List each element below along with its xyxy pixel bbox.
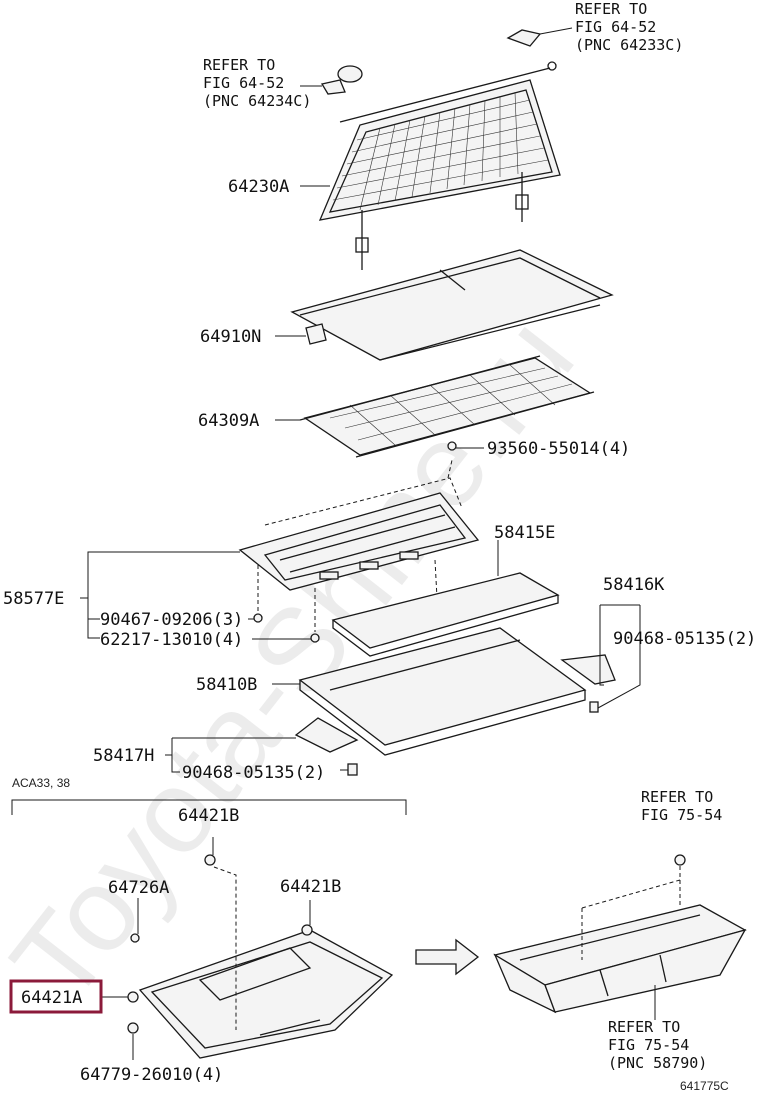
- fitting-64234C: [300, 65, 363, 95]
- clip-64421B-mid: [301, 900, 313, 936]
- ref-top-left-line1: REFER TO: [203, 56, 275, 74]
- tonneau-cover-64910N[interactable]: [275, 249, 614, 361]
- clip-90467: [253, 613, 263, 623]
- label-58577E[interactable]: 58577E: [3, 589, 64, 609]
- label-93560-55014[interactable]: 93560-55014(4): [487, 439, 630, 459]
- clip-62217: [310, 633, 320, 643]
- ref-top-right-line2: FIG 64-52: [575, 18, 656, 36]
- ref-top-right-line3: (PNC 64233C): [575, 36, 683, 54]
- ref-bottom-right-bottom-line3: (PNC 58790): [608, 1054, 707, 1072]
- label-58417H[interactable]: 58417H: [93, 746, 154, 766]
- label-58415E[interactable]: 58415E: [494, 523, 555, 543]
- label-64309A[interactable]: 64309A: [198, 411, 259, 431]
- variant-bracket: [11, 799, 407, 815]
- label-58416K[interactable]: 58416K: [603, 575, 665, 595]
- clip-64421B-top: [204, 837, 237, 1030]
- variant-note: ACA33, 38: [12, 776, 70, 790]
- cover-58416K[interactable]: [560, 654, 616, 713]
- ref-top-right-line1: REFER TO: [575, 0, 647, 18]
- diagram-code: 641775C: [680, 1079, 729, 1093]
- clip-64779: [127, 1022, 139, 1060]
- label-90468-05135-b[interactable]: 90468-05135(2): [182, 763, 325, 783]
- ref-bottom-right-top-line2: FIG 75-54: [641, 806, 722, 824]
- ref-bottom-right-bottom-line1: REFER TO: [608, 1018, 680, 1036]
- screw-93560: [447, 441, 484, 451]
- washer-64421A: [127, 991, 139, 1003]
- label-64230A[interactable]: 64230A: [228, 177, 289, 197]
- label-64421B-mid[interactable]: 64421B: [280, 877, 341, 897]
- ref-top-left-line3: (PNC 64234C): [203, 92, 311, 110]
- cargo-net-64230A[interactable]: [300, 61, 561, 270]
- highlight-64421A: [9, 979, 103, 1014]
- deck-board-58410B[interactable]: [272, 627, 587, 756]
- board-58415E[interactable]: [331, 540, 560, 657]
- label-58410B[interactable]: 58410B: [196, 675, 257, 695]
- arrow-icon: [415, 938, 480, 976]
- ref-top-left-line2: FIG 64-52: [203, 74, 284, 92]
- tray-dashed-guides: [257, 459, 463, 632]
- storage-box-58790[interactable]: [493, 904, 747, 1014]
- label-64910N[interactable]: 64910N: [200, 327, 261, 347]
- ref-bottom-right-top-line1: REFER TO: [641, 788, 713, 806]
- spare-tire-tray-64421A[interactable]: [100, 929, 394, 1059]
- fitting-64233C: [506, 27, 573, 47]
- label-62217-13010[interactable]: 62217-13010(4): [100, 630, 243, 650]
- label-64421B-top[interactable]: 64421B: [178, 806, 239, 826]
- clip-right-top: [581, 854, 686, 960]
- label-90467-09206[interactable]: 90467-09206(3): [100, 610, 243, 630]
- label-64779-26010[interactable]: 64779-26010(4): [80, 1065, 223, 1085]
- label-64726A[interactable]: 64726A: [108, 878, 169, 898]
- label-64421A[interactable]: 64421A: [21, 988, 82, 1008]
- luggage-net-64309A[interactable]: [275, 355, 595, 458]
- deck-tray-58577E[interactable]: [238, 492, 480, 591]
- clip-64726A: [130, 898, 140, 943]
- label-90468-05135-a[interactable]: 90468-05135(2): [613, 629, 756, 649]
- ref-bottom-right-bottom-line2: FIG 75-54: [608, 1036, 689, 1054]
